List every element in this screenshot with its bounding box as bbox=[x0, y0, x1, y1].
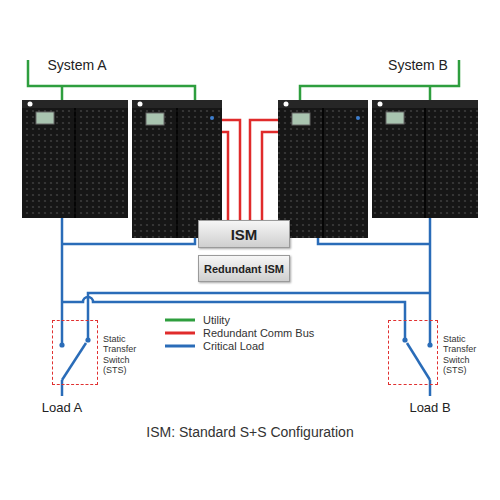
system-label: System A bbox=[47, 57, 106, 73]
switch-text: Static Transfer Switch (STS) bbox=[103, 334, 147, 375]
controller-box: Redundant ISM bbox=[198, 255, 290, 282]
switch-text: Static Transfer Switch (STS) bbox=[443, 334, 487, 375]
caption: ISM: Standard S+S Configuration bbox=[146, 424, 353, 440]
switch-label: Static Transfer Switch (STS) bbox=[443, 334, 487, 375]
comm-bus-wire bbox=[222, 120, 278, 220]
label-holder: Load B bbox=[409, 400, 450, 415]
legend-swatch bbox=[165, 315, 195, 325]
legend-row: Critical Load bbox=[165, 340, 264, 352]
ups-cabinet bbox=[278, 100, 368, 238]
ups-cabinet bbox=[372, 100, 478, 218]
ups-cabinet bbox=[132, 100, 222, 238]
label-holder: System B bbox=[388, 57, 448, 73]
switch-label: Static Transfer Switch (STS) bbox=[103, 334, 147, 375]
load-label: Load B bbox=[409, 400, 450, 415]
switch-outline bbox=[388, 320, 438, 385]
controller-label: ISM bbox=[231, 226, 258, 243]
legend-text: Utility bbox=[203, 314, 230, 326]
legend-row: Utility bbox=[165, 314, 230, 326]
caption-holder: ISM: Standard S+S Configuration bbox=[146, 424, 353, 440]
legend-text: Critical Load bbox=[203, 340, 264, 352]
ups-cabinet bbox=[22, 100, 128, 218]
legend-swatch bbox=[165, 341, 195, 351]
controller-box: ISM bbox=[198, 220, 290, 248]
legend-text: Redundant Comm Bus bbox=[203, 327, 314, 339]
switch-outline bbox=[52, 320, 98, 385]
label-holder: Load A bbox=[42, 400, 83, 415]
legend-swatch bbox=[165, 328, 195, 338]
switch-group: Static Transfer Switch (STS) bbox=[388, 320, 487, 385]
load-label: Load A bbox=[42, 400, 83, 415]
controller-label: Redundant ISM bbox=[204, 263, 284, 275]
legend-row: Redundant Comm Bus bbox=[165, 327, 314, 339]
system-label: System B bbox=[388, 57, 448, 73]
label-holder: System A bbox=[47, 57, 106, 73]
switch-group: Static Transfer Switch (STS) bbox=[52, 320, 147, 385]
critical-load-wire bbox=[62, 218, 430, 396]
